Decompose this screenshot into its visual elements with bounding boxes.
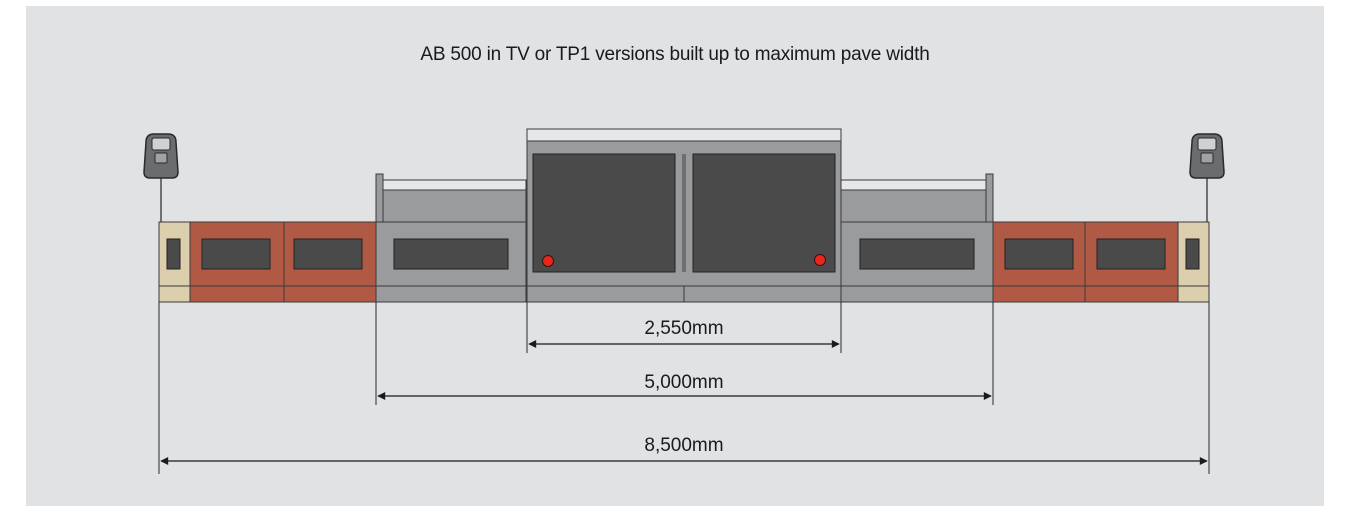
bollard-icon bbox=[1189, 133, 1225, 222]
dimension-label: 8,500mm bbox=[644, 435, 723, 456]
extension-lines bbox=[158, 302, 1210, 474]
dimension-5000: 5,000mm bbox=[377, 372, 992, 400]
dimension-label: 2,550mm bbox=[644, 318, 723, 339]
red-light-right bbox=[814, 254, 826, 266]
ramp-module-left bbox=[375, 173, 527, 303]
dimension-2550: 2,550mm bbox=[528, 318, 840, 348]
diagram-title: AB 500 in TV or TP1 versions built up to… bbox=[420, 44, 930, 65]
end-cap-left bbox=[158, 221, 191, 303]
dimension-label: 5,000mm bbox=[644, 372, 723, 393]
dimension-8500: 8,500mm bbox=[160, 435, 1208, 465]
brick-module-right bbox=[992, 221, 1179, 303]
ramp-module-right bbox=[840, 173, 994, 303]
bollard-icon bbox=[143, 133, 179, 222]
red-light-left bbox=[542, 255, 554, 267]
central-blocker bbox=[526, 128, 842, 303]
end-cap-right bbox=[1177, 221, 1210, 303]
brick-module-left bbox=[189, 221, 377, 303]
